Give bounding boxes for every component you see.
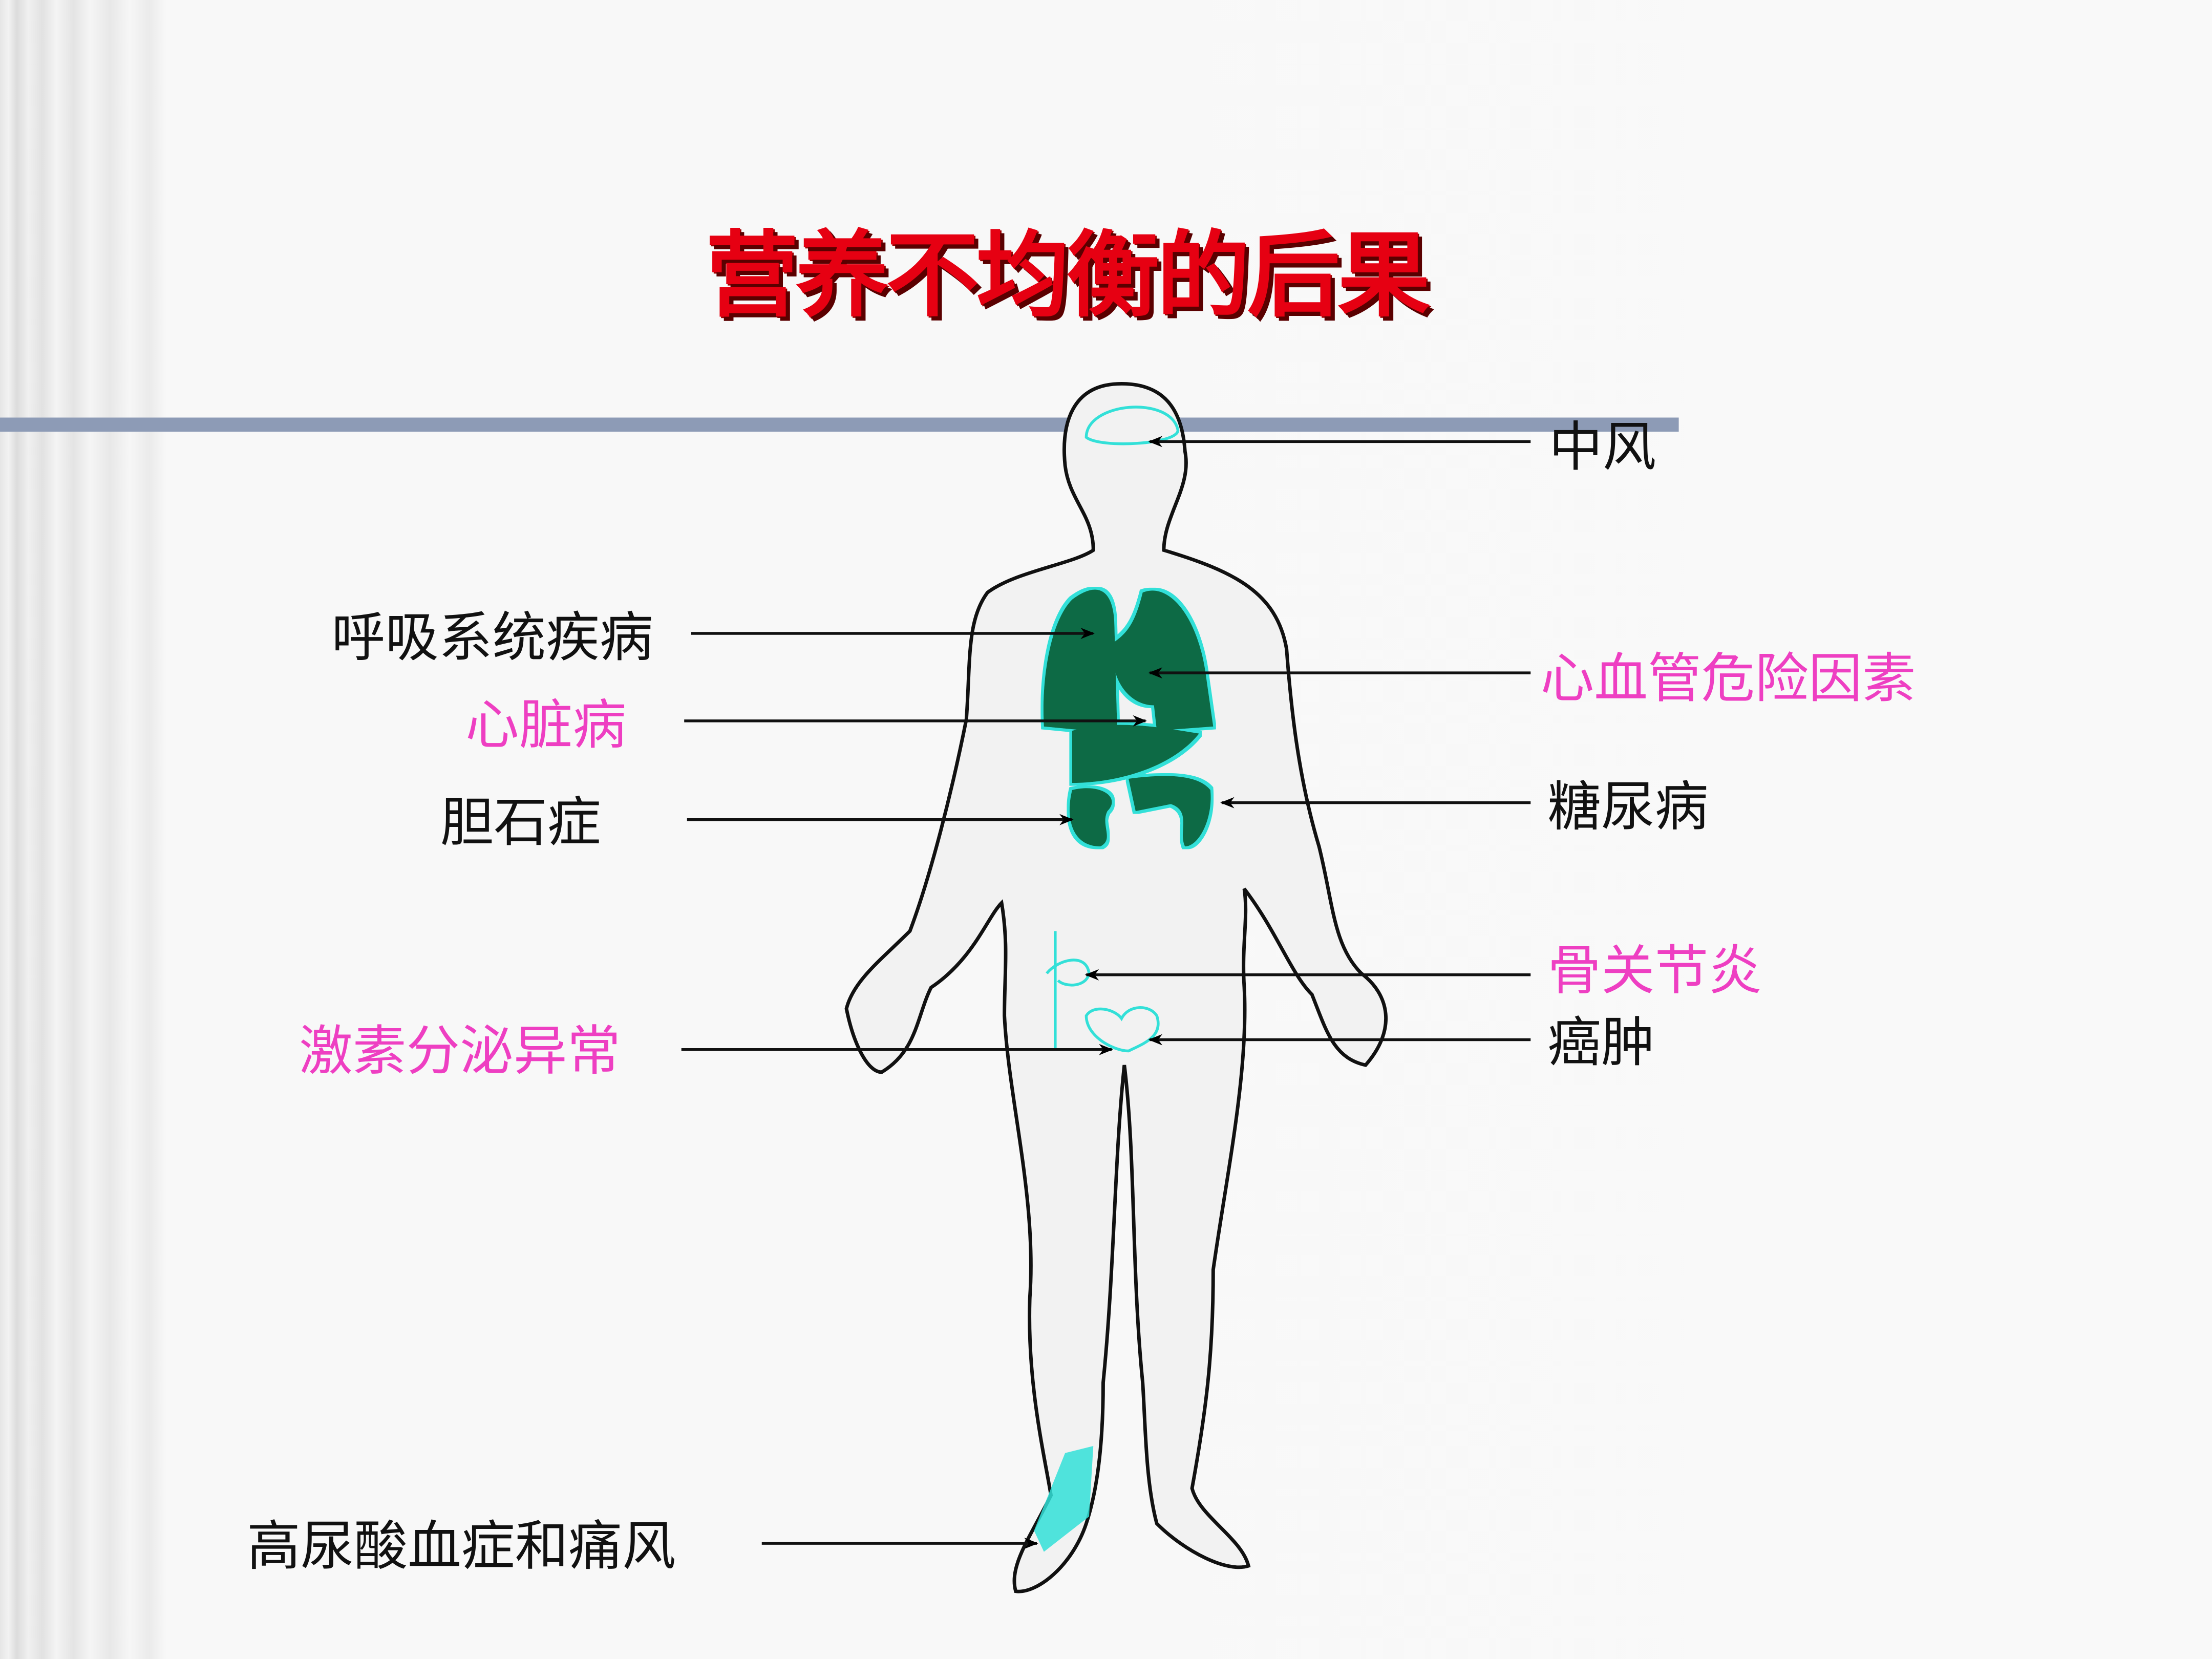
label-hyperuricemia-gout: 高尿酸血症和痛风 [247, 1515, 676, 1578]
header-divider-bar [0, 417, 1679, 432]
label-hormone-disorder: 激素分泌异常 [299, 1019, 621, 1082]
label-gallstones: 胆石症 [440, 791, 601, 854]
heart-and-left-lung [1113, 590, 1214, 731]
slide-title: 营养不均衡的后果 [705, 221, 1431, 330]
pointer-arrows [681, 436, 1531, 1549]
brain-icon [1084, 406, 1180, 445]
label-respiratory-disease: 呼吸系统疾病 [331, 606, 653, 669]
liver [1072, 725, 1199, 783]
right-lung [1043, 589, 1118, 734]
label-stroke: 中风 [1549, 416, 1656, 478]
body-outline [844, 381, 1388, 1593]
label-osteoarthritis: 骨关节炎 [1547, 939, 1762, 1002]
stomach-pancreas [1129, 776, 1211, 847]
label-cancer: 癌肿 [1547, 1011, 1655, 1074]
label-heart-disease: 心脏病 [465, 694, 627, 756]
label-diabetes: 糖尿病 [1547, 776, 1709, 838]
organs-icon [1043, 589, 1214, 847]
label-cardiovascular-risk: 心血管危险因素 [1540, 647, 1916, 710]
foot-joint-icon [1034, 1445, 1094, 1552]
gallbladder-kidney [1069, 788, 1112, 847]
